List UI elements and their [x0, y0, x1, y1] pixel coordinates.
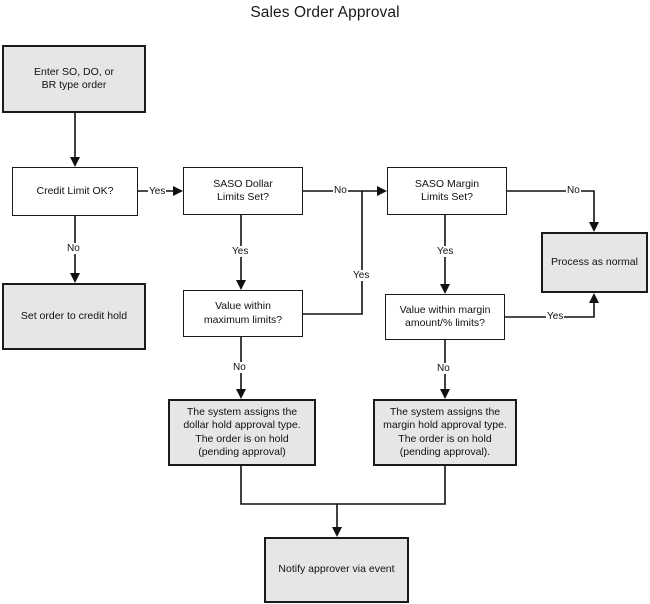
node-notify-approver[interactable]: Notify approver via event [264, 537, 409, 603]
edge-label-margin-yes: Yes [436, 246, 455, 257]
node-value-within-margin-limits[interactable]: Value within margin amount/% limits? [385, 294, 505, 340]
node-set-order-credit-hold[interactable]: Set order to credit hold [2, 283, 146, 350]
node-set-order-credit-hold-label: Set order to credit hold [20, 309, 128, 322]
edge-label-value-max-yes: Yes [352, 270, 371, 281]
edge-label-credit-yes: Yes [148, 186, 167, 197]
node-saso-margin-limits-set-label: SASO Margin Limits Set? [414, 177, 480, 204]
node-value-within-maximum-limits[interactable]: Value within maximum limits? [183, 290, 303, 337]
node-margin-hold-approval-label: The system assigns the margin hold appro… [383, 405, 507, 459]
node-dollar-hold-approval-label: The system assigns the dollar hold appro… [183, 405, 301, 459]
edge-label-dollar-no: No [333, 185, 348, 196]
node-credit-limit-ok[interactable]: Credit Limit OK? [12, 167, 138, 216]
edge-label-value-margin-no: No [436, 363, 451, 374]
node-dollar-hold-approval[interactable]: The system assigns the dollar hold appro… [168, 399, 316, 466]
node-margin-hold-approval[interactable]: The system assigns the margin hold appro… [373, 399, 517, 466]
edge-label-value-max-no: No [232, 362, 247, 373]
node-process-as-normal-label: Process as normal [551, 255, 638, 268]
edge-label-credit-no: No [66, 243, 81, 254]
node-notify-approver-label: Notify approver via event [278, 563, 395, 576]
node-saso-dollar-limits-set-label: SASO Dollar Limits Set? [213, 177, 273, 204]
node-value-within-margin-limits-label: Value within margin amount/% limits? [399, 303, 491, 330]
node-saso-margin-limits-set[interactable]: SASO Margin Limits Set? [387, 167, 507, 215]
edge-label-margin-no: No [566, 185, 581, 196]
node-process-as-normal[interactable]: Process as normal [541, 232, 648, 293]
node-credit-limit-ok-label: Credit Limit OK? [36, 184, 114, 197]
node-saso-dollar-limits-set[interactable]: SASO Dollar Limits Set? [183, 167, 303, 215]
node-value-within-maximum-limits-label: Value within maximum limits? [203, 300, 283, 326]
edge-label-value-margin-yes: Yes [546, 311, 565, 322]
edge-label-dollar-yes: Yes [231, 246, 250, 257]
node-enter-order-label: Enter SO, DO, or BR type order [34, 65, 114, 92]
page-title: Sales Order Approval [250, 4, 400, 21]
node-enter-order[interactable]: Enter SO, DO, or BR type order [2, 45, 146, 113]
